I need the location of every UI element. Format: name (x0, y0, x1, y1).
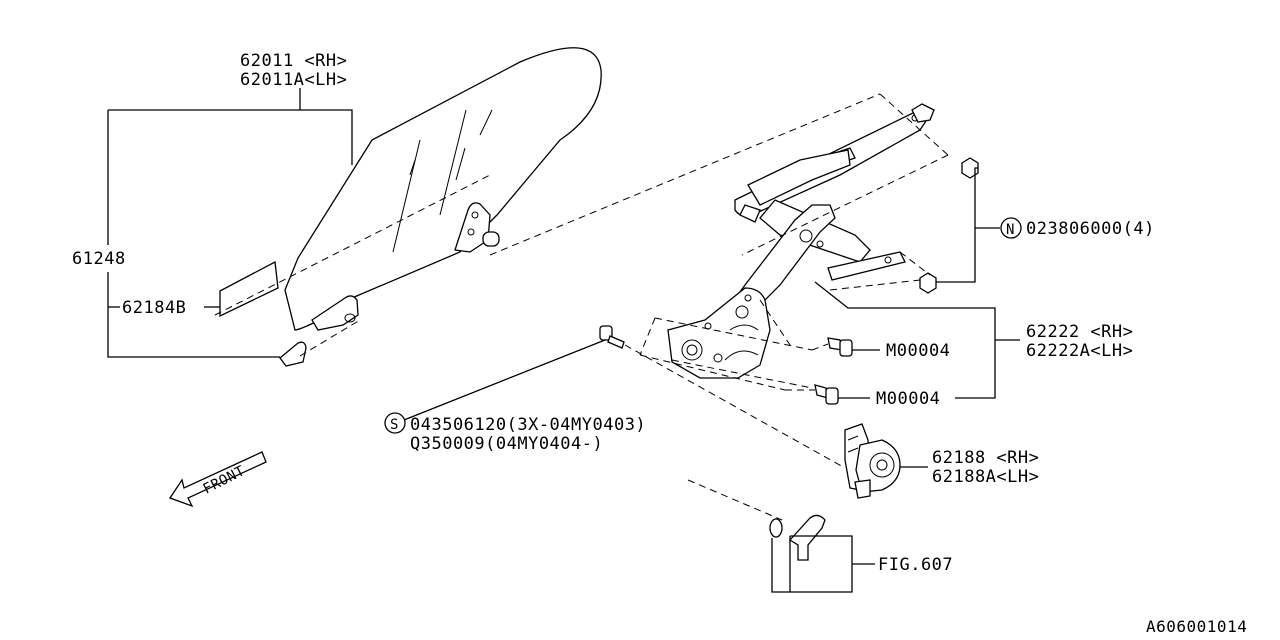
label-figure-ref: FIG.607 (878, 555, 953, 575)
guide-lines (214, 93, 949, 521)
label-glass-rh: 62011 <RH> (240, 51, 347, 71)
label-regulator-lh: 62222A<LH> (1026, 341, 1133, 361)
label-motor-rh: 62188 <RH> (932, 448, 1039, 468)
front-direction-arrow: FRONT (169, 451, 267, 508)
nut-upper-part (961, 157, 979, 179)
door-glass-part (284, 47, 602, 331)
cable-part (769, 514, 826, 561)
bolt-lower-part (814, 384, 839, 405)
label-nut-code: 023806000(4) (1026, 219, 1155, 239)
screw-part (599, 325, 625, 349)
nut-symbol-circle (1000, 217, 1022, 239)
sticker-part (219, 260, 279, 318)
bolt-upper-part (827, 337, 853, 357)
label-bolt-lower: M00004 (876, 389, 940, 409)
leader-lines (107, 88, 1020, 593)
label-diagram-id: A606001014 (1146, 617, 1247, 636)
window-regulator-part (667, 103, 935, 379)
label-regulator-rh: 62222 <RH> (1026, 322, 1133, 342)
screw-symbol: S (390, 417, 399, 433)
regulator-motor-part (844, 423, 901, 499)
label-screw-code-2: Q350009(04MY0404-) (410, 434, 603, 454)
clip-part (279, 341, 307, 367)
nut-symbol: N (1006, 222, 1015, 238)
label-sticker: 62184B (122, 298, 186, 318)
label-motor-lh: 62188A<LH> (932, 467, 1039, 487)
label-bolt-upper: M00004 (886, 341, 950, 361)
front-label: FRONT (201, 463, 248, 498)
label-glass-lh: 62011A<LH> (240, 70, 347, 90)
nut-lower-part (919, 272, 937, 294)
label-screw-code-1: 043506120(3X-04MY0403) (410, 415, 646, 435)
screw-symbol-circle (384, 412, 406, 434)
label-group: 61248 (72, 249, 126, 269)
